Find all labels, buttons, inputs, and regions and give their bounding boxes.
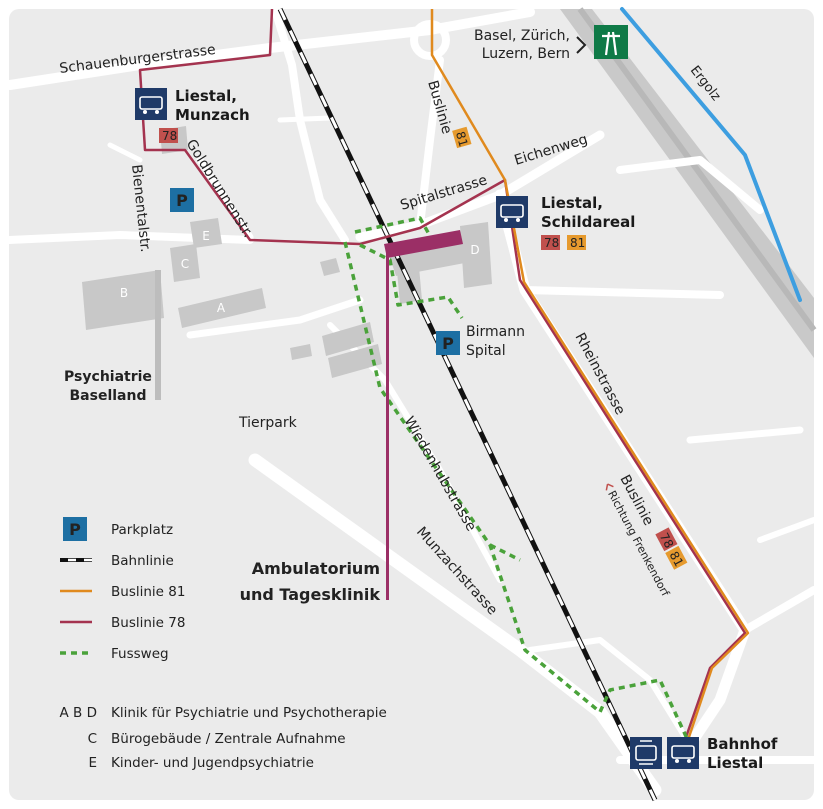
parking-birmann-letter: P [442,334,454,353]
tierpark-label: Tierpark [238,415,298,431]
building-d [460,222,492,288]
stop-bahnhof-line2: Liestal [707,754,763,772]
building-a [178,288,266,328]
stop-schildareal-badges: 78 81 [541,235,586,250]
motorway-sign-icon [594,25,628,59]
birmann-line1: Birmann [466,324,525,340]
legend-c-code: C [88,731,97,747]
stop-munzach-line2: Munzach [175,106,250,124]
bus-line-81 [430,9,750,741]
building-small-3 [290,344,312,360]
building-letters: B A C E D [120,229,480,315]
stop-munzach-badge-text: 78 [162,129,177,143]
legend-buslinie78: Buslinie 78 [111,615,185,631]
richtung-arrow-icon [605,483,614,491]
clinic-pointer-line [386,250,389,600]
legend-e-code: E [88,755,97,771]
motorway-line2: Luzern, Bern [482,46,570,62]
legend-abd-code: A B D [60,705,97,721]
stop-munzach-badge-78: 78 [159,128,178,143]
building-small-5 [328,344,382,378]
building-e [190,218,222,248]
psychiatrie-label-line1: Psychiatrie [64,369,152,385]
stop-schildareal-badge-78: 78 [544,236,559,250]
building-letter-b: B [120,286,128,300]
building-letter-d: D [470,243,479,257]
bus-stop-schildareal-icon [496,196,528,228]
psychiatrie-label-line2: Baselland [70,388,147,404]
stop-schildareal-line1: Liestal, [541,194,603,212]
rail-line [277,7,658,802]
legend-parking-letter: P [69,520,81,539]
roundabout [410,20,450,60]
legend-e-text: Kinder- und Jugendpsychiatrie [111,755,314,771]
building-small-2 [320,258,340,276]
train-station-icon [630,737,662,769]
stop-bahnhof-line1: Bahnhof [707,735,778,753]
ambulatorium-label-line2: und Tagesklinik [240,585,381,604]
legend-parkplatz: Parkplatz [111,522,173,538]
birmann-line2: Spital [466,343,506,359]
buslinie-81-badge: 81 [452,126,472,149]
bus-line-78 [138,8,747,741]
parking-psychiatrie-letter: P [176,191,188,210]
legend-buslinie81: Buslinie 81 [111,584,185,600]
stop-schildareal-line2: Schildareal [541,213,635,231]
buildings-group [82,126,492,378]
legend-abd-text: Klinik für Psychiatrie und Psychotherapi… [111,705,387,721]
stop-schildareal-badge-81: 81 [570,236,585,250]
buslinie-81-badge-text: 81 [453,130,471,149]
buslinie-rhein-81: 81 [667,549,687,569]
motorway-line1: Basel, Zürich, [474,28,570,44]
motorway-band [560,7,817,358]
bus-stop-bahnhof-icon [667,737,699,769]
psychiatrie-pointer [155,270,161,400]
legend: P Parkplatz Bahnlinie Buslinie 81 Buslin… [60,517,387,771]
building-letter-e: E [202,229,210,243]
map-background [9,9,814,800]
ambulatorium-label-line1: Ambulatorium [252,559,380,578]
stop-munzach-line1: Liestal, [175,87,237,105]
buslinie-rhein-badges: 78 81 [655,527,688,570]
building-small-4 [322,322,374,356]
clinic-building-marker [384,230,463,258]
building-letter-c: C [181,257,189,271]
legend-bahnlinie: Bahnlinie [111,553,174,569]
footpath [343,216,692,746]
legend-parking-icon: P [63,517,87,541]
legend-fussweg: Fussweg [111,646,169,662]
building-b [82,270,164,330]
parking-birmann-icon: P [436,331,460,355]
building-letter-a: A [217,301,226,315]
buslinie-rhein-78: 78 [657,530,677,550]
bus-stop-munzach-icon [135,88,167,120]
river-ergolz [620,7,802,302]
parking-psychiatrie-icon: P [170,188,194,212]
motorway-arrow-icon [576,36,587,54]
building-c [170,244,200,282]
legend-c-text: Bürogebäude / Zentrale Aufnahme [111,731,346,747]
